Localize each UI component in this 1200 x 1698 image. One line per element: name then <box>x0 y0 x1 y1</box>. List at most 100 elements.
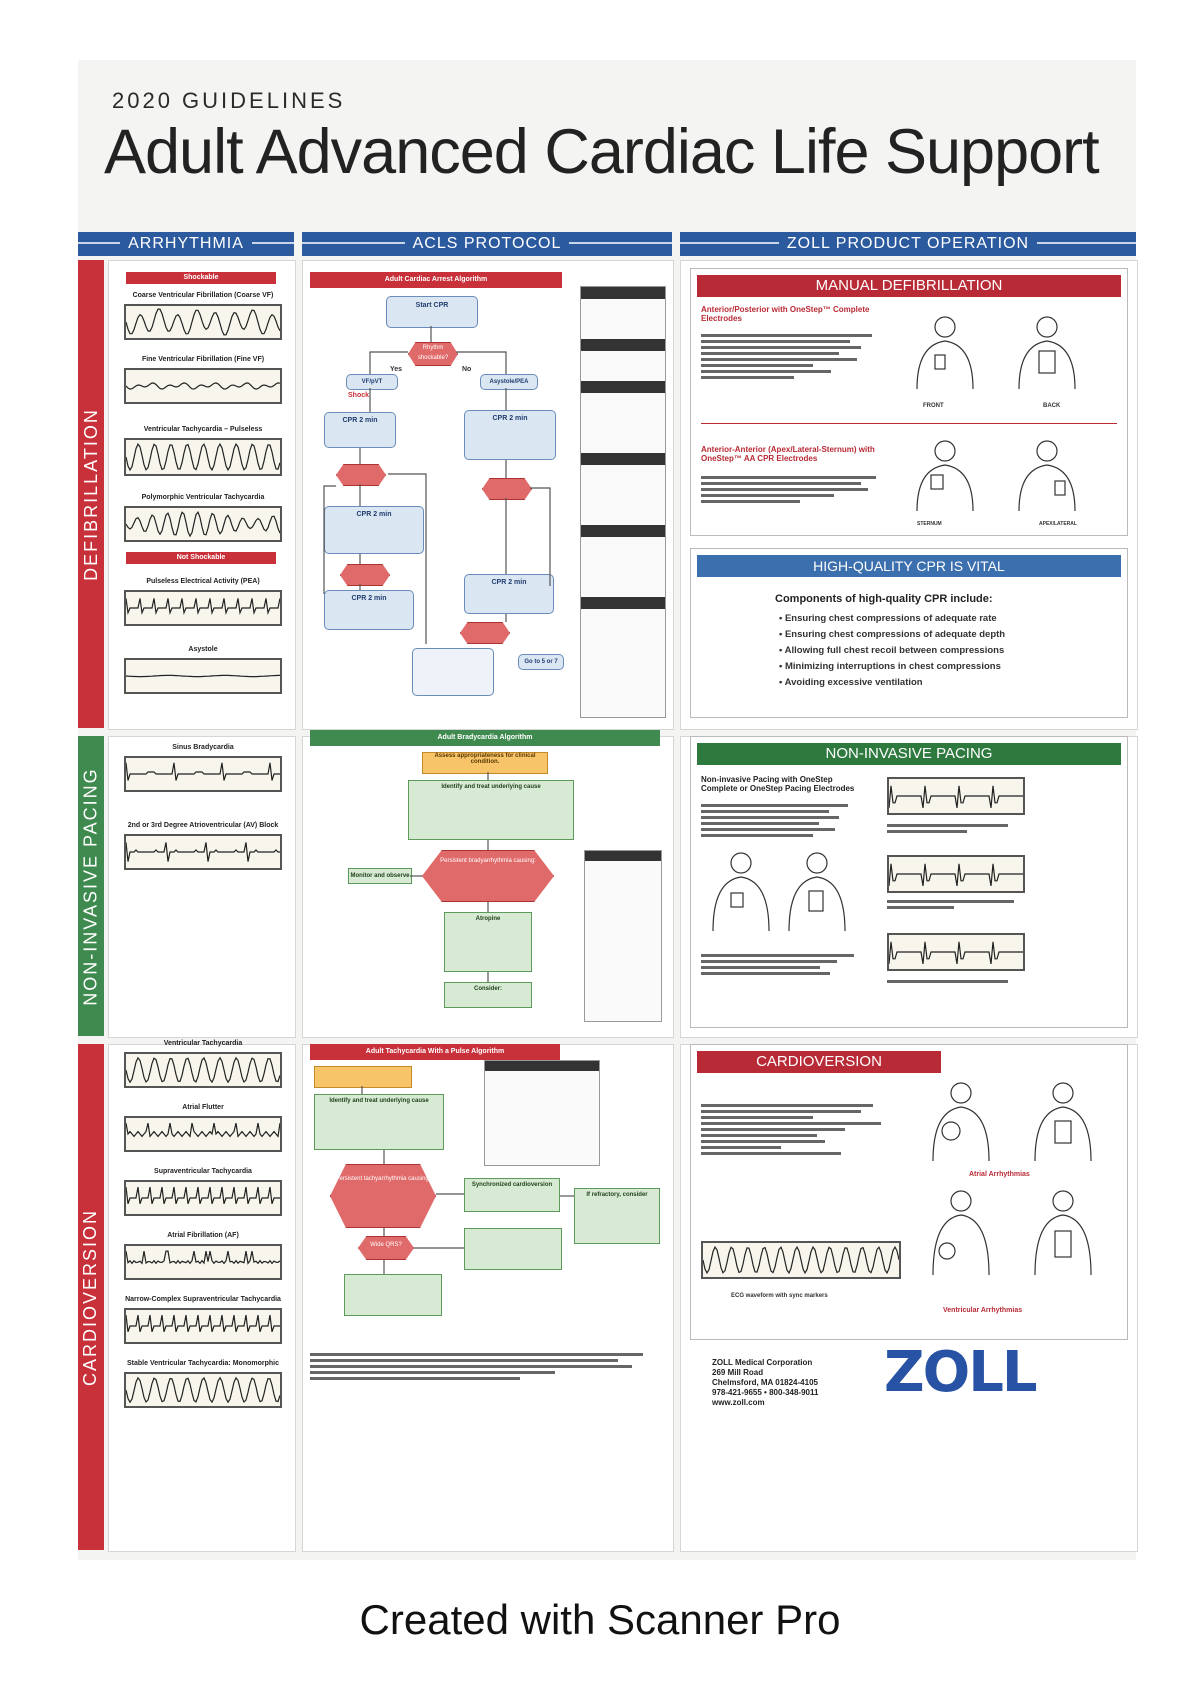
not-shockable-tag: Not Shockable <box>126 552 276 564</box>
pacing-title: Non-invasive Pacing with OneStep Complet… <box>701 775 855 793</box>
brady-doses-box <box>584 850 662 1022</box>
ecg-strip <box>124 658 282 694</box>
asystole-pea-box: Asystole/PEA <box>480 374 538 390</box>
brady-algorithm-title: Adult Bradycardia Algorithm <box>310 730 660 746</box>
tachy-flow-connectors <box>361 1086 574 1274</box>
ecg-strip <box>124 1052 282 1088</box>
ecg-sync-caption: ECG waveform with sync markers <box>731 1293 828 1299</box>
ecg-strip <box>124 590 282 626</box>
atropine-box: Atropine <box>444 912 532 972</box>
ecg-strip <box>124 1244 282 1280</box>
aa-instructions <box>701 473 891 506</box>
ecg-trace <box>126 1056 280 1084</box>
tachy-doses-box <box>484 1060 600 1166</box>
rhythm-label: Atrial Flutter <box>182 1104 224 1111</box>
refractory-box: If refractory, consider <box>574 1188 660 1244</box>
start-cpr-box: Start CPR <box>386 296 478 328</box>
company-address: ZOLL Medical Corporation 269 Mill Road C… <box>712 1358 819 1407</box>
ecg-waveform <box>126 842 280 862</box>
divider <box>701 423 1117 424</box>
ecg-waveform <box>126 598 280 616</box>
cpr-item: • Allowing full chest recoil between com… <box>779 645 1005 656</box>
ecg-strip <box>124 506 282 542</box>
sidebar-non-invasive-pacing: NON-INVASIVE PACING <box>78 736 104 1036</box>
go-to-box: Go to 5 or 7 <box>518 654 564 670</box>
cpr-2min-box: CPR 2 min <box>324 412 396 448</box>
sync-ecg-strip <box>701 1241 901 1279</box>
pacing-ecg-strip <box>887 777 1025 815</box>
consider-box <box>464 1228 562 1270</box>
aa-electrodes-title: Anterior-Anterior (Apex/Lateral-Sternum)… <box>701 445 875 463</box>
guidelines-label: 2020 GUIDELINES <box>112 88 346 113</box>
ecg-waveform <box>126 1314 280 1332</box>
ecg-waveform <box>126 762 280 781</box>
torso-pacing-icon <box>712 852 846 932</box>
ecg-waveform <box>126 674 280 678</box>
ecg-waveform <box>126 308 280 336</box>
tachy-identify-box: Identify and treat underlying cause <box>314 1094 444 1150</box>
rhythm-label: 2nd or 3rd Degree Atrioventricular (AV) … <box>127 822 279 829</box>
cpr-vital-box: HIGH-QUALITY CPR IS VITAL Components of … <box>690 548 1128 718</box>
column-header-zoll: ZOLL PRODUCT OPERATION <box>680 232 1136 256</box>
ap-instructions <box>701 331 887 382</box>
pacing-instructions <box>701 801 861 840</box>
sidebar-cardioversion: CARDIOVERSION <box>78 1044 104 1550</box>
ecg-trace <box>126 598 280 616</box>
rhythm-shockable-diamond <box>340 564 390 586</box>
ecg-strip <box>124 1372 282 1408</box>
sidebar-defibrillation: DEFIBRILLATION <box>78 260 104 728</box>
vf-pvt-box: VF/pVT <box>346 374 398 390</box>
shockable-tag: Shockable <box>126 272 276 284</box>
scanner-caption: Created with Scanner Pro <box>359 1596 841 1643</box>
brady-identify-box: Identify and treat underlying cause <box>408 780 574 840</box>
pacing-box: NON-INVASIVE PACING Non-invasive Pacing … <box>690 736 1128 1028</box>
ecg-trace <box>889 941 1023 964</box>
ecg-strip <box>124 756 282 792</box>
ecg-waveform <box>126 1122 280 1138</box>
ecg-strip <box>124 1308 282 1344</box>
cpr-components-list: • Ensuring chest compressions of adequat… <box>779 611 1005 691</box>
torso-front-back-icon <box>916 316 1076 390</box>
cpr-2min-box: CPR 2 min <box>464 410 556 460</box>
ecg-trace <box>126 1250 280 1265</box>
rhythm-shockable-diamond <box>336 464 386 486</box>
brady-assess-box: Assess appropriateness for clinical cond… <box>422 752 548 774</box>
poster-title: Adult Advanced Cardiac Life Support <box>104 117 1100 187</box>
ecg-trace <box>126 842 280 862</box>
rhythm-label: Supraventricular Tachycardia <box>154 1168 252 1175</box>
rhythm-label: Ventricular Tachycardia <box>163 1040 243 1047</box>
ecg-waveform <box>703 1245 899 1275</box>
ecg-trace <box>126 1186 280 1204</box>
pacing-caption <box>887 821 1021 836</box>
ecg-trace <box>126 511 280 538</box>
ecg-trace <box>703 1245 899 1275</box>
consider-box: Consider: <box>444 982 532 1008</box>
ecg-strip <box>124 834 282 870</box>
arrest-algorithm-title: Adult Cardiac Arrest Algorithm <box>310 272 562 288</box>
rhythm-shockable-diamond <box>460 622 510 644</box>
cardioversion-instructions <box>701 1101 901 1158</box>
ecg-strip <box>124 438 282 476</box>
pacing-heading: NON-INVASIVE PACING <box>697 743 1121 765</box>
ecg-trace <box>126 308 280 336</box>
cpr-2min-box: CPR 2 min <box>324 506 424 554</box>
monitor-observe-box: Monitor and observe <box>348 868 412 884</box>
ecg-trace <box>126 1122 280 1138</box>
wide-qrs-diamond: Wide QRS? <box>358 1236 414 1260</box>
brady-persistent-diamond: Persistent bradyarrhythmia causing: <box>422 850 554 902</box>
ecg-waveform <box>889 863 1023 886</box>
torso-atrial-icon <box>932 1082 1092 1162</box>
cpr-item: • Avoiding excessive ventilation <box>779 677 923 688</box>
torso-aa-icon <box>916 440 1076 512</box>
back-label: BACK <box>1043 403 1061 409</box>
rhythm-label: Ventricular Tachycardia – Pulseless <box>143 426 263 433</box>
ecg-trace <box>889 785 1023 808</box>
ecg-waveform <box>126 1056 280 1084</box>
manual-defib-heading: MANUAL DEFIBRILLATION <box>697 275 1121 297</box>
no-label: No <box>462 366 472 373</box>
fine-print <box>310 1350 660 1383</box>
ecg-trace <box>126 762 280 781</box>
cpr-vital-heading: HIGH-QUALITY CPR IS VITAL <box>697 555 1121 577</box>
ecg-waveform <box>889 941 1023 964</box>
sternum-label: STERNUM <box>917 521 942 527</box>
